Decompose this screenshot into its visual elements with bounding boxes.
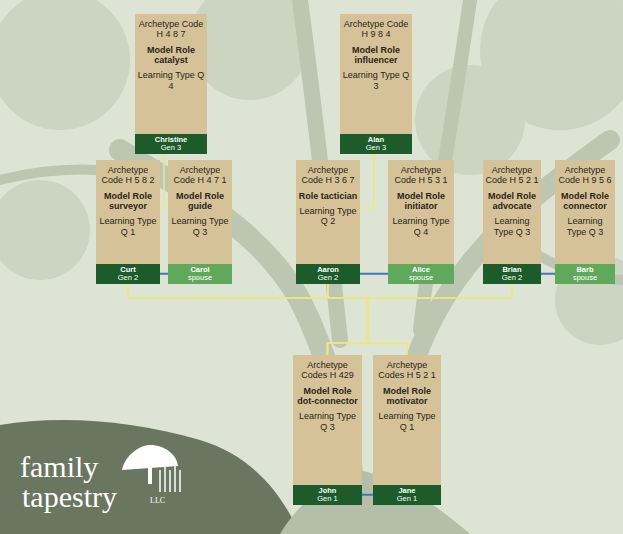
learning-type: Learning Type Q 4 (135, 70, 207, 91)
generation-tag: Gen 2 (97, 274, 159, 282)
model-role: Role tactician (296, 191, 360, 201)
archetype-code: Archetype Code H 9 5 6 (555, 165, 615, 186)
name-box: Alicespouse (388, 264, 454, 285)
generation-tag: Gen 2 (297, 274, 359, 282)
generation-tag: Gen 3 (136, 144, 206, 152)
archetype-code: Archetype Codes H 5 2 1 (373, 360, 441, 381)
person-name: Carol (169, 266, 231, 274)
marriage-line (160, 273, 168, 275)
foliage (0, 0, 623, 345)
learning-type: Learning Type Q 3 (168, 216, 232, 237)
archetype-card: Archetype Code H 3 6 7 Role tacticianLear… (296, 160, 360, 284)
person-name: Curt (97, 266, 159, 274)
name-box: Carolspouse (168, 264, 232, 285)
learning-type: Learning Type Q 3 (340, 70, 412, 91)
logo-text: tapestry (22, 482, 117, 512)
name-box: ChristineGen 3 (135, 134, 207, 155)
marriage-line (362, 494, 373, 496)
archetype-code: Archetype Code H 9 8 4 (340, 19, 412, 40)
marriage-line (541, 273, 555, 275)
archetype-card: Archetype Codes H 5 2 1 Model Role motiva… (373, 355, 441, 505)
model-role: Model Role surveyor (96, 191, 160, 212)
logo-text: LLC (150, 497, 165, 505)
lineage-line (360, 154, 374, 208)
person-name: Jane (374, 487, 440, 495)
archetype-card: Archetype Code H 5 2 1 Model Role advocat… (483, 160, 541, 284)
archetype-card: Archetype Code H 4 8 7 Model Role catalys… (135, 14, 207, 154)
model-role: Model Role catalyst (135, 45, 207, 66)
lineage-line (160, 154, 164, 208)
person-name: Alice (389, 266, 453, 274)
learning-type: Learning Type Q 1 (96, 216, 160, 237)
generation-tag: spouse (556, 274, 614, 282)
learning-type: Learning Type Q 4 (388, 216, 454, 237)
archetype-code: Archetype Code H 4 7 1 (168, 165, 232, 186)
person-name: Christine (136, 136, 206, 144)
name-box: AlanGen 3 (340, 134, 412, 155)
model-role: Model Role advocate (483, 191, 541, 212)
generation-tag: Gen 1 (374, 495, 440, 503)
marriage-line (360, 273, 388, 275)
learning-type: Learning Type Q 2 (296, 206, 360, 227)
generation-tag: spouse (389, 274, 453, 282)
name-box: CurtGen 2 (96, 264, 160, 285)
archetype-code: Archetype Code H 5 8 2 (96, 165, 160, 186)
lineage-line (368, 284, 513, 355)
archetype-card: Archetype Code H 4 7 1 Model Role guideLe… (168, 160, 232, 284)
model-role: Model Role initiator (388, 191, 454, 212)
archetype-card: Archetype Code H 5 8 2 Model Role surveyo… (96, 160, 160, 284)
person-name: Alan (341, 136, 411, 144)
learning-type: Learning Type Q 3 (483, 216, 541, 237)
person-name: Aaron (297, 266, 359, 274)
learning-type: Learning Type Q 3 (293, 411, 362, 432)
person-name: Barb (556, 266, 614, 274)
generation-tag: spouse (169, 274, 231, 282)
archetype-card: Archetype Code H 9 8 4 Model Role influen… (340, 14, 412, 154)
archetype-card: Archetype Codes H 429Model Role dot-conn… (293, 355, 362, 505)
name-box: Barbspouse (555, 264, 615, 285)
model-role: Model Role motivator (373, 386, 441, 407)
generation-tag: Gen 1 (294, 495, 361, 503)
lineage-line (328, 284, 368, 355)
archetype-card: Archetype Code H 5 3 1 Model Role initiat… (388, 160, 454, 284)
person-name: John (294, 487, 361, 495)
roots (0, 420, 300, 534)
archetype-card: Archetype Code H 9 5 6 Model Role connect… (555, 160, 615, 284)
archetype-code: Archetype Code H 3 6 7 (296, 165, 360, 186)
archetype-code: Archetype Code H 5 2 1 (483, 165, 541, 186)
model-role: Model Role guide (168, 191, 232, 212)
archetype-code: Archetype Codes H 429 (293, 360, 362, 381)
name-box: JaneGen 1 (373, 485, 441, 506)
name-box: AaronGen 2 (296, 264, 360, 285)
logo-icon (122, 445, 180, 492)
archetype-code: Archetype Code H 4 8 7 (135, 19, 207, 40)
model-role: Model Role dot-connector (293, 386, 362, 407)
name-box: JohnGen 1 (293, 485, 362, 506)
model-role: Model Role connector (555, 191, 615, 212)
generation-tag: Gen 3 (341, 144, 411, 152)
archetype-code: Archetype Code H 5 3 1 (388, 165, 454, 186)
learning-type: Learning Type Q 1 (373, 411, 441, 432)
logo-text: family (20, 452, 98, 482)
lineage-line (128, 284, 368, 355)
model-role: Model Role influencer (340, 45, 412, 66)
generation-tag: Gen 2 (484, 274, 540, 282)
person-name: Brian (484, 266, 540, 274)
lineage-line (128, 284, 407, 355)
name-box: BrianGen 2 (483, 264, 541, 285)
lineage-line (328, 284, 513, 355)
learning-type: Learning Type Q 3 (555, 216, 615, 237)
